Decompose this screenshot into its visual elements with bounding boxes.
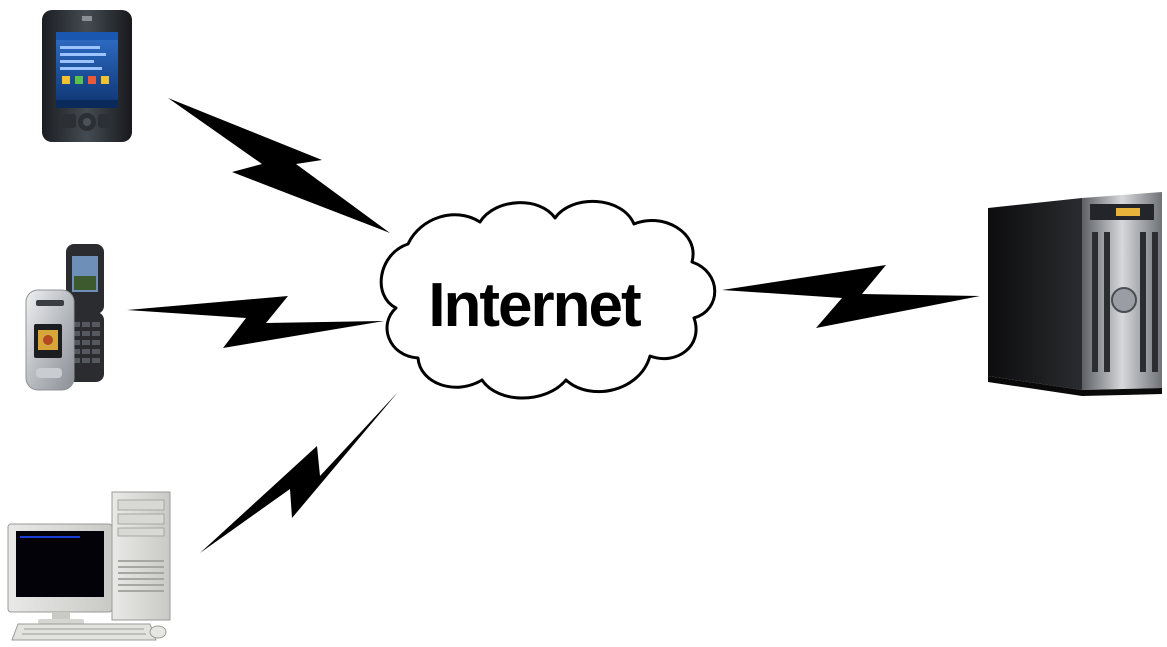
pda-device [42, 10, 132, 142]
lightning-bolt-pda [168, 98, 390, 233]
flip-phone-icon [26, 244, 104, 390]
lightning-bolt-desktop [200, 392, 398, 553]
flip-phone [26, 244, 104, 390]
tower-server [988, 192, 1162, 396]
lightning-bolt-server [722, 265, 980, 328]
internet-cloud: Internet [381, 201, 715, 398]
lightning-bolt-phone [127, 296, 384, 348]
cloud-label: Internet [428, 271, 641, 340]
pda-icon [42, 10, 132, 142]
server-tower-icon [988, 192, 1162, 396]
desktop-computer-icon [8, 492, 170, 640]
desktop-computer [8, 492, 170, 640]
link-desktop-to-cloud [200, 392, 398, 553]
link-pda-to-cloud [168, 98, 390, 233]
link-cloud-to-server [722, 265, 980, 328]
link-phone-to-cloud [127, 296, 384, 348]
